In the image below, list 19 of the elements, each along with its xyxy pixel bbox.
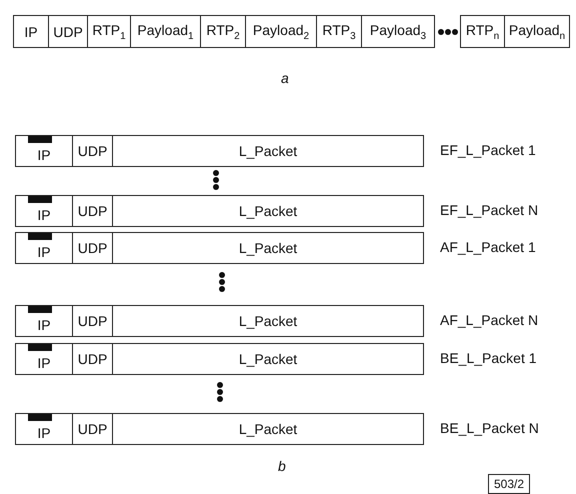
packet-field: Payload$_{n}$ [504, 15, 570, 48]
figure-number: 503/2 [488, 474, 530, 494]
packet-field: IP [13, 15, 49, 48]
packet-field: Payload$_{2}$ [245, 15, 317, 48]
packet-field: RTP$_{n}$ [460, 15, 505, 48]
packet-field: RTP$_{3}$ [316, 15, 362, 48]
packet-field: Payload$_{1}$ [130, 15, 201, 48]
panel-label: a [281, 70, 289, 86]
packet-name: EF_L_Packet N [440, 202, 538, 218]
packet-field: UDP [48, 15, 88, 48]
packet-name: BE_L_Packet N [440, 420, 539, 436]
packet-name: AF_L_Packet N [440, 312, 538, 328]
packet-name: EF_L_Packet 1 [440, 142, 536, 158]
packet-field: RTP$_{1}$ [87, 15, 131, 48]
packet-field: Payload$_{3}$ [361, 15, 435, 48]
panel-label: b [278, 458, 286, 474]
packet-field: RTP$_{2}$ [200, 15, 246, 48]
packet-name: BE_L_Packet 1 [440, 350, 537, 366]
packet-name: AF_L_Packet 1 [440, 239, 536, 255]
